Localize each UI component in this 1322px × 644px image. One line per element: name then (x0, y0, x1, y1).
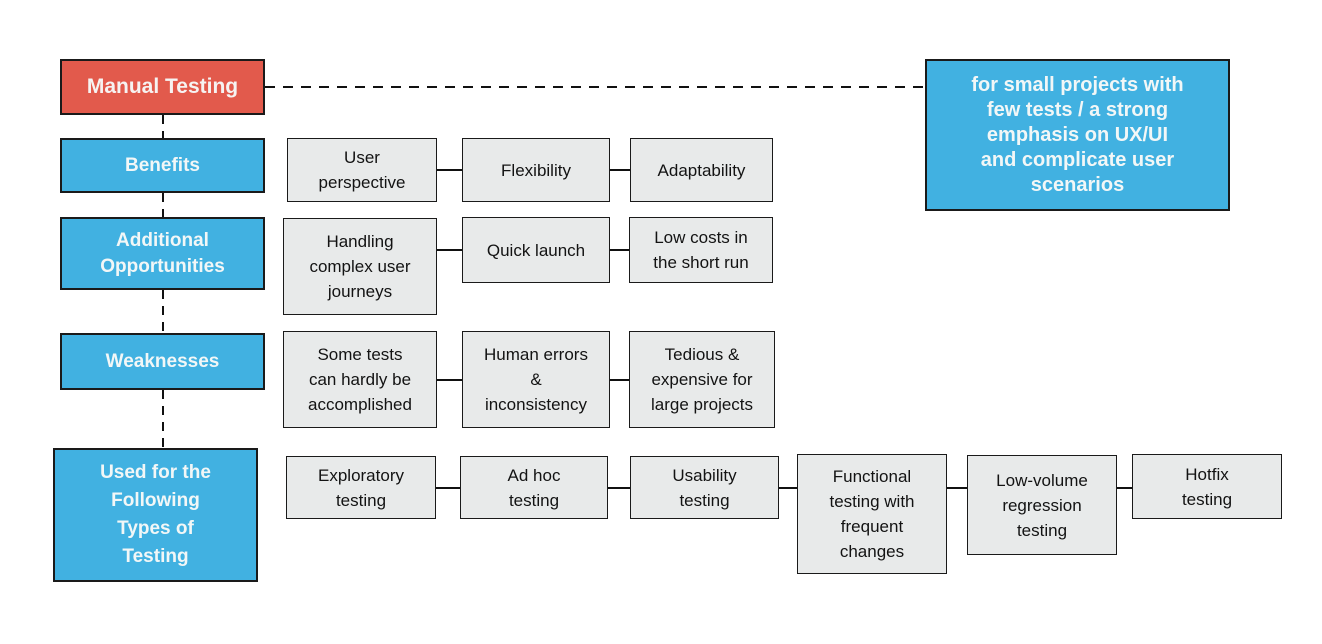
item-node-handling-complex-user-journeys: Handling complex user journeys (283, 218, 437, 315)
item-node-quick-launch: Quick launch (462, 217, 610, 283)
root-node-manual-testing: Manual Testing (60, 59, 265, 115)
item-node-some-tests-hardly-accomplished: Some tests can hardly be accomplished (283, 331, 437, 428)
category-node-weaknesses: Weaknesses (60, 333, 265, 390)
dashed-connector-opportunities-to-weaknesses (162, 290, 164, 333)
connector-testing-3-4 (779, 487, 797, 489)
item-node-tedious-expensive-large-projects: Tedious & expensive for large projects (629, 331, 775, 428)
connector-opportunities-1-2 (437, 249, 462, 251)
item-node-low-costs-short-run: Low costs in the short run (629, 217, 773, 283)
connector-benefits-2-3 (610, 169, 630, 171)
item-node-hotfix-testing: Hotfix testing (1132, 454, 1282, 519)
connector-testing-5-6 (1117, 487, 1132, 489)
item-node-low-volume-regression-testing: Low-volume regression testing (967, 455, 1117, 555)
item-node-user-perspective: User perspective (287, 138, 437, 202)
item-node-ad-hoc-testing: Ad hoc testing (460, 456, 608, 519)
connector-testing-4-5 (947, 487, 967, 489)
item-node-exploratory-testing: Exploratory testing (286, 456, 436, 519)
connector-testing-1-2 (436, 487, 460, 489)
dashed-connector-root-to-benefits (162, 115, 164, 138)
item-node-functional-testing-frequent-changes: Functional testing with frequent changes (797, 454, 947, 574)
item-node-human-errors-inconsistency: Human errors & inconsistency (462, 331, 610, 428)
category-node-used-for-testing-types: Used for the Following Types of Testing (53, 448, 258, 582)
connector-weaknesses-1-2 (437, 379, 462, 381)
connector-opportunities-2-3 (610, 249, 629, 251)
item-node-usability-testing: Usability testing (630, 456, 779, 519)
dashed-connector-weaknesses-to-usedfor (162, 390, 164, 448)
connector-testing-2-3 (608, 487, 630, 489)
item-node-flexibility: Flexibility (462, 138, 610, 202)
dashed-connector-benefits-to-opportunities (162, 193, 164, 217)
connector-weaknesses-2-3 (610, 379, 629, 381)
category-node-benefits: Benefits (60, 138, 265, 193)
connector-benefits-1-2 (437, 169, 462, 171)
item-node-adaptability: Adaptability (630, 138, 773, 202)
note-box-use-cases: for small projects with few tests / a st… (925, 59, 1230, 211)
category-node-additional-opportunities: Additional Opportunities (60, 217, 265, 290)
dashed-connector-root-to-note (265, 86, 925, 88)
